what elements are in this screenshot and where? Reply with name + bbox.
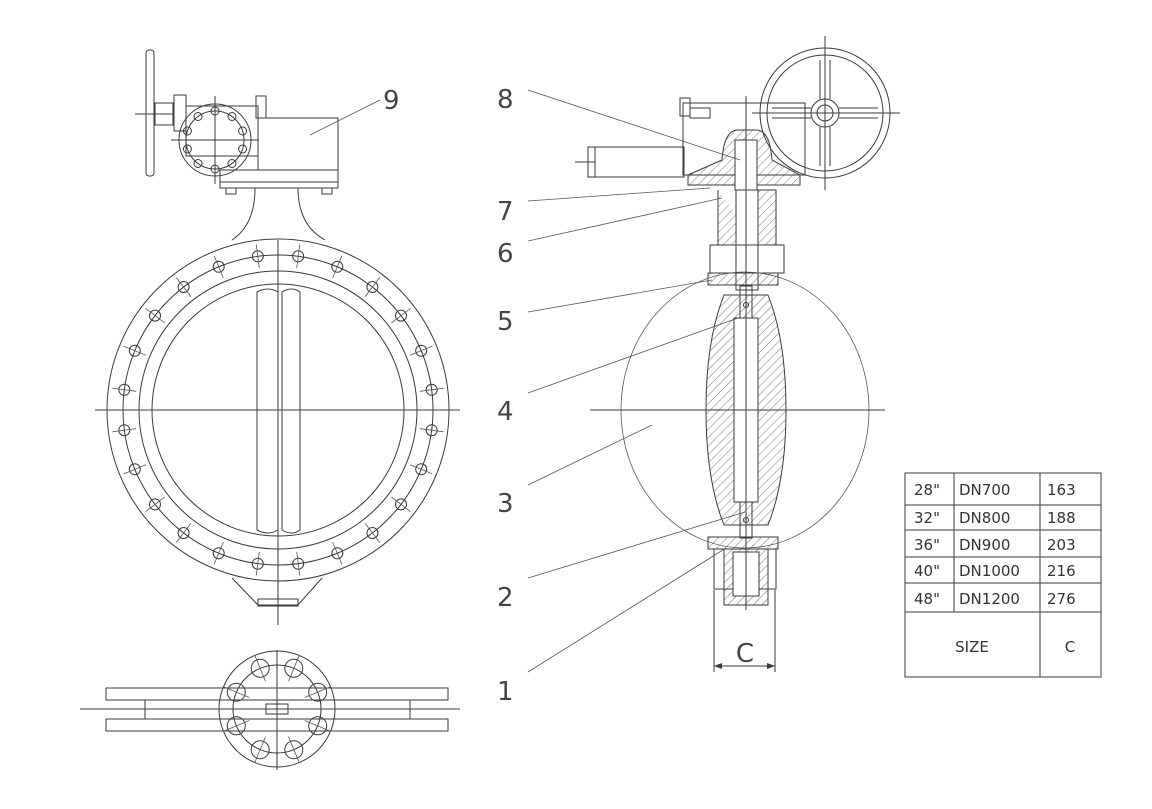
table-cell-inch: 32" [914,509,940,527]
table-cell-inch: 48" [914,590,940,608]
bolt-hole [193,159,203,168]
table-cell-c: 276 [1047,590,1076,608]
bolt-hole [251,557,264,570]
bolt-hole [366,281,379,293]
plan-view [80,650,460,770]
bolt-hole [118,424,131,437]
table-footer-size: SIZE [955,638,989,656]
callout-numbers: 1 2 3 4 5 6 7 8 9 [383,85,514,707]
bolt-hole [395,309,407,322]
bolt-hole [212,547,225,560]
table-cell-dn: DN900 [959,536,1010,554]
bolt-hole [415,463,428,476]
table-cell-inch: 40" [914,562,940,580]
table-cell-inch: 36" [914,536,940,554]
bolt-hole [415,344,428,357]
bolt-hole [226,682,246,702]
callout-7: 7 [497,197,514,227]
table-cell-dn: DN1000 [959,562,1020,580]
front-view [95,49,460,625]
gearbox-housing [257,117,339,171]
callout-1: 1 [497,677,514,707]
bolt-hole [149,309,161,322]
bolt-hole [425,383,438,396]
size-table: 28" DN700 163 32" DN800 188 36" DN900 20… [904,472,1102,678]
bolt-hole [238,126,248,136]
bolt-hole [308,716,328,736]
bolt-hole [177,281,190,293]
bolt-hole [251,250,264,263]
bolt-hole [292,250,305,263]
bolt-hole [366,527,379,539]
bolt-hole [250,740,270,760]
table-cell-c: 203 [1047,536,1076,554]
table-cell-c: 216 [1047,562,1076,580]
table-cell-dn: DN700 [959,481,1010,499]
bolt-hole [226,716,246,736]
bolt-hole [308,682,328,702]
bolt-hole [425,424,438,437]
table-cell-c: 163 [1047,481,1076,499]
bolt-hole [227,112,237,121]
side-section-view: C [575,36,900,672]
table-cell-dn: DN1200 [959,590,1020,608]
bolt-hole [182,144,192,154]
callout-3: 3 [497,489,514,519]
callout-8: 8 [497,85,514,115]
bolt-hole [238,144,248,154]
table-cell-c: 188 [1047,509,1076,527]
bolt-hole [177,527,190,539]
callout-2: 2 [497,583,514,613]
callout-5: 5 [497,307,514,337]
bolt-hole [284,658,304,678]
bolt-hole [250,658,270,678]
bolt-hole [149,498,161,511]
bolt-hole [193,112,203,121]
handwheel-rim [145,49,155,177]
bolt-hole [212,260,225,273]
callout-6: 6 [497,239,514,269]
bolt-hole [128,344,141,357]
table-cell-inch: 28" [914,481,940,499]
bolt-hole [331,260,344,273]
bolt-hole [284,740,304,760]
bolt-hole [331,547,344,560]
bolt-hole [395,498,407,511]
bolt-hole [227,159,237,168]
table-footer-c: C [1065,638,1075,656]
bolt-hole [128,463,141,476]
bolt-hole [182,126,192,136]
callout-9: 9 [383,86,400,116]
bolt-hole [118,383,131,396]
leader-lines [309,89,746,673]
callout-4: 4 [497,397,514,427]
bolt-hole [292,557,305,570]
dimension-c-label: C [736,639,754,669]
table-cell-dn: DN800 [959,509,1010,527]
